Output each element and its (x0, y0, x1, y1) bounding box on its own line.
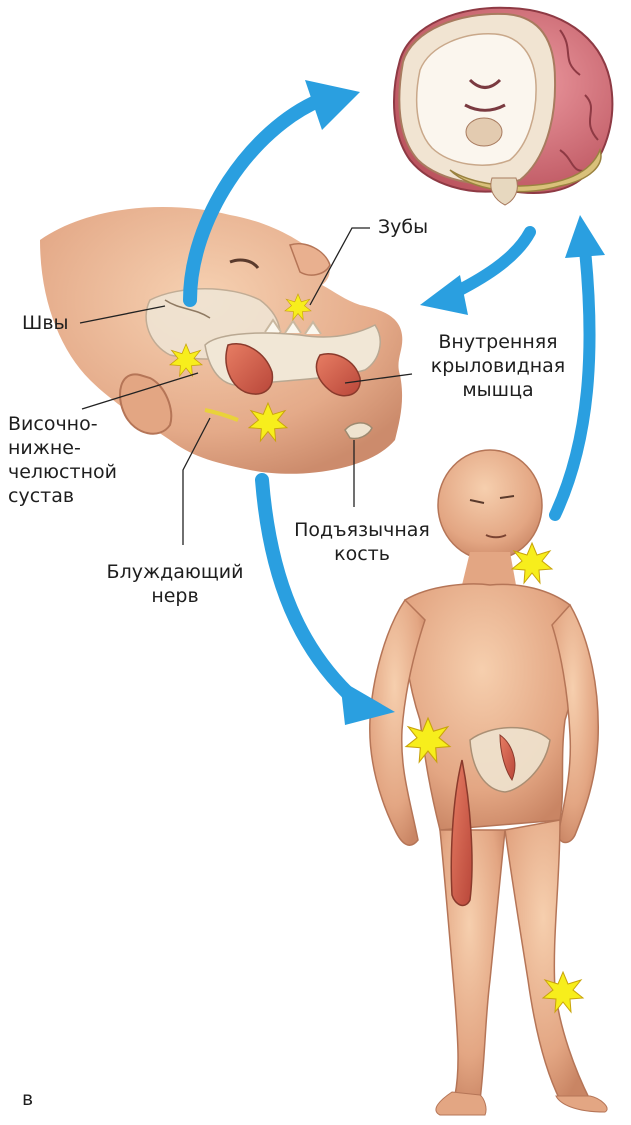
label-sutures: Швы (22, 311, 69, 335)
label-hyoid-line2: кость (287, 542, 437, 566)
label-vagus-line1: Блуждающий (100, 560, 250, 584)
label-tmj-line4: сустав (8, 484, 117, 508)
label-internal-pterygoid: Внутренняя крыловидная мышца (418, 330, 578, 402)
label-vagus: Блуждающий нерв (100, 560, 250, 608)
label-vagus-line2: нерв (100, 584, 250, 608)
label-tmj-line3: челюстной (8, 460, 117, 484)
label-tmj-line2: нижне- (8, 436, 117, 460)
label-internal-pterygoid-line1: Внутренняя (418, 330, 578, 354)
brain-illustration (394, 8, 612, 205)
label-internal-pterygoid-line2: крыловидная (418, 354, 578, 378)
label-hyoid-line1: Подъязычная (287, 518, 437, 542)
label-tmj-line1: Височно- (8, 412, 117, 436)
label-hyoid: Подъязычная кость (287, 518, 437, 566)
label-tmj: Височно- нижне- челюстной сустав (8, 412, 117, 508)
panel-letter: в (22, 1087, 33, 1111)
label-internal-pterygoid-line3: мышца (418, 378, 578, 402)
label-teeth: Зубы (378, 215, 428, 239)
arrow-head-to-body (262, 480, 355, 700)
